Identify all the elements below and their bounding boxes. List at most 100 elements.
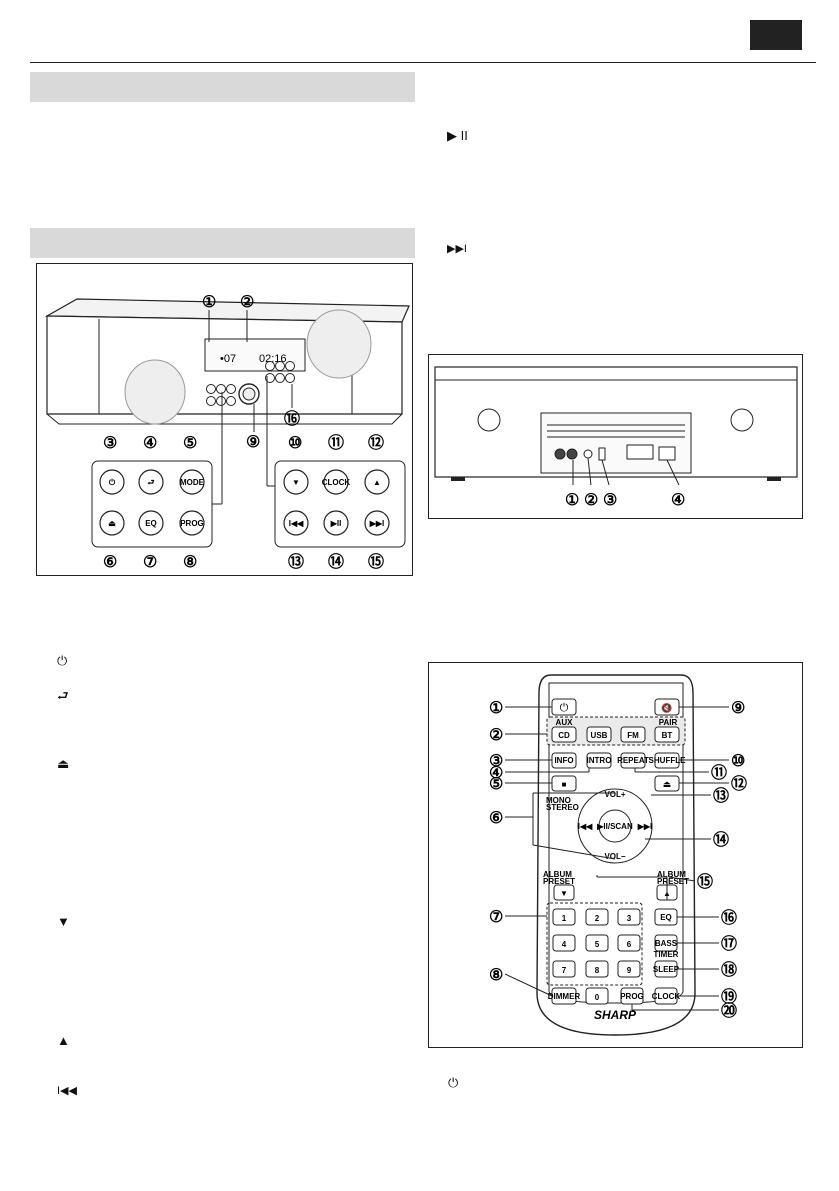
front-clock-button: CLOCK — [322, 478, 351, 487]
rear-callout-2: ② — [584, 492, 598, 509]
remote-mute-button: 🔇 — [661, 702, 672, 713]
remote-key-0: 0 — [595, 993, 600, 1002]
remote-callout-18: ⑱ — [721, 960, 737, 979]
section-band-middle — [30, 228, 415, 258]
callout-2: ② — [240, 294, 254, 311]
callout-4: ④ — [143, 435, 157, 452]
remote-key-9: 9 — [627, 966, 632, 975]
remote-vol-up-button: VOL+ — [604, 790, 625, 799]
remote-callout-10: ⑩ — [731, 753, 745, 770]
remote-key-6: 6 — [627, 940, 632, 949]
remote-clock-button: CLOCK — [652, 992, 681, 1001]
remote-info-button: INFO — [554, 756, 573, 765]
remote-callout-14: ⑭ — [713, 830, 729, 849]
remote-callout-6: ⑥ — [489, 810, 503, 827]
remote-power-button: ⏻ — [560, 702, 569, 714]
display-left-text: •07 — [220, 353, 236, 365]
callout-11: ⑪ — [328, 433, 344, 452]
header-rule — [30, 62, 816, 63]
remote-key-2: 2 — [595, 914, 600, 923]
front-down-button: ▼ — [292, 478, 300, 487]
remote-fm-button: FM — [627, 731, 639, 740]
callout-15: ⑮ — [368, 552, 384, 571]
rear-panel-illustration: ① ② ③ ④ — [434, 366, 798, 509]
remote-callout-8: ⑧ — [489, 967, 503, 984]
remote-intro-button: INTRO — [587, 756, 612, 765]
callout-8: ⑧ — [183, 554, 197, 571]
remote-prev-button: I◀◀ — [578, 822, 593, 831]
remote-cd-button: CD — [558, 731, 570, 740]
remote-bt-button: BT — [662, 731, 673, 740]
front-up-button: ▲ — [373, 478, 381, 487]
front-panel-figure: •07 02:16 ① ② ⑯ ⑨ ③ ④ ⑤ ⏻ ⮐ MODE ⏏ EQ PR… — [36, 263, 413, 576]
section-band-top — [30, 72, 415, 102]
remote-key-4: 4 — [562, 940, 567, 949]
remote-prog-button: PROG — [620, 992, 644, 1001]
remote-callout-9: ⑨ — [731, 700, 745, 717]
callout-12: ⑫ — [368, 433, 384, 452]
skip-previous-icon: I◀◀ — [57, 1085, 77, 1097]
remote-play-scan-button: ▶II/SCAN — [596, 822, 633, 831]
remote-usb-button: USB — [591, 731, 608, 740]
remote-timer-label: TIMER — [654, 950, 679, 959]
callout-1: ① — [202, 294, 216, 311]
remote-illustration: ⏻ 🔇 AUX PAIR CD USB FM BT INFO INTRO REP… — [489, 674, 747, 1036]
remote-key-3: 3 — [627, 914, 632, 923]
callout-7: ⑦ — [143, 554, 157, 571]
remote-aux-label: AUX — [556, 718, 574, 727]
remote-callout-11: ⑪ — [711, 763, 727, 782]
callout-5: ⑤ — [183, 435, 197, 452]
remote-callout-19: ⑲ — [721, 987, 737, 1006]
remote-callout-12: ⑫ — [731, 774, 747, 793]
remote-callout-5: ⑤ — [489, 776, 503, 793]
callout-6: ⑥ — [103, 554, 117, 571]
remote-callout-17: ⑰ — [721, 934, 737, 953]
remote-shuffle-button: SHUFFLE — [649, 756, 687, 765]
language-tab — [750, 20, 802, 50]
remote-repeat-button: REPEAT — [617, 756, 649, 765]
front-mode-button: MODE — [180, 478, 205, 487]
callout-9: ⑨ — [246, 434, 260, 451]
remote-bass-button: BASS — [655, 939, 678, 948]
remote-down-button: ▼ — [560, 889, 568, 898]
remote-pair-label: PAIR — [659, 718, 678, 727]
rear-panel-figure: ① ② ③ ④ — [428, 354, 803, 519]
remote-stop-button: ■ — [562, 780, 567, 789]
remote-callout-2: ② — [489, 727, 503, 744]
remote-vol-down-button: VOL− — [604, 852, 625, 861]
callout-16: ⑯ — [284, 409, 300, 428]
skip-next-icon: ▶▶I — [447, 243, 467, 255]
remote-callout-20: ⑳ — [721, 1001, 737, 1020]
front-play-pause-button: ▶II — [330, 519, 342, 528]
remote-key-7: 7 — [562, 966, 567, 975]
rear-callout-4: ④ — [671, 492, 685, 509]
front-prog-button: PROG — [180, 519, 204, 528]
input-source-icon: ⮐ — [57, 688, 69, 703]
remote-callout-15: ⑮ — [697, 872, 713, 891]
rear-callout-3: ③ — [603, 492, 617, 509]
power-icon: ⏻ — [57, 653, 68, 668]
front-eq-button: EQ — [145, 519, 157, 528]
remote-callout-13: ⑬ — [713, 786, 729, 805]
remote-eject-button: ⏏ — [663, 779, 672, 789]
triangle-down-icon: ▼ — [57, 914, 70, 929]
remote-callout-1: ① — [489, 700, 503, 717]
remote-figure: ⏻ 🔇 AUX PAIR CD USB FM BT INFO INTRO REP… — [428, 662, 803, 1048]
front-input-button: ⮐ — [147, 478, 155, 487]
callout-14: ⑭ — [328, 552, 344, 571]
remote-dimmer-button: DIMMER — [548, 992, 581, 1001]
remote-next-button: ▶▶I — [637, 822, 653, 831]
power-icon: ⏻ — [448, 1075, 459, 1090]
remote-key-1: 1 — [562, 914, 567, 923]
callout-3: ③ — [103, 435, 117, 452]
remote-key-8: 8 — [595, 966, 600, 975]
remote-sleep-button: SLEEP — [653, 965, 680, 974]
remote-callout-3: ③ — [489, 753, 503, 770]
callout-10: ⑩ — [288, 435, 302, 452]
triangle-up-icon: ▲ — [57, 1033, 70, 1048]
rear-callout-1: ① — [565, 492, 579, 509]
remote-key-5: 5 — [595, 940, 600, 949]
front-panel-illustration: •07 02:16 ① ② ⑯ ⑨ ③ ④ ⑤ ⏻ ⮐ MODE ⏏ EQ PR… — [44, 294, 410, 571]
